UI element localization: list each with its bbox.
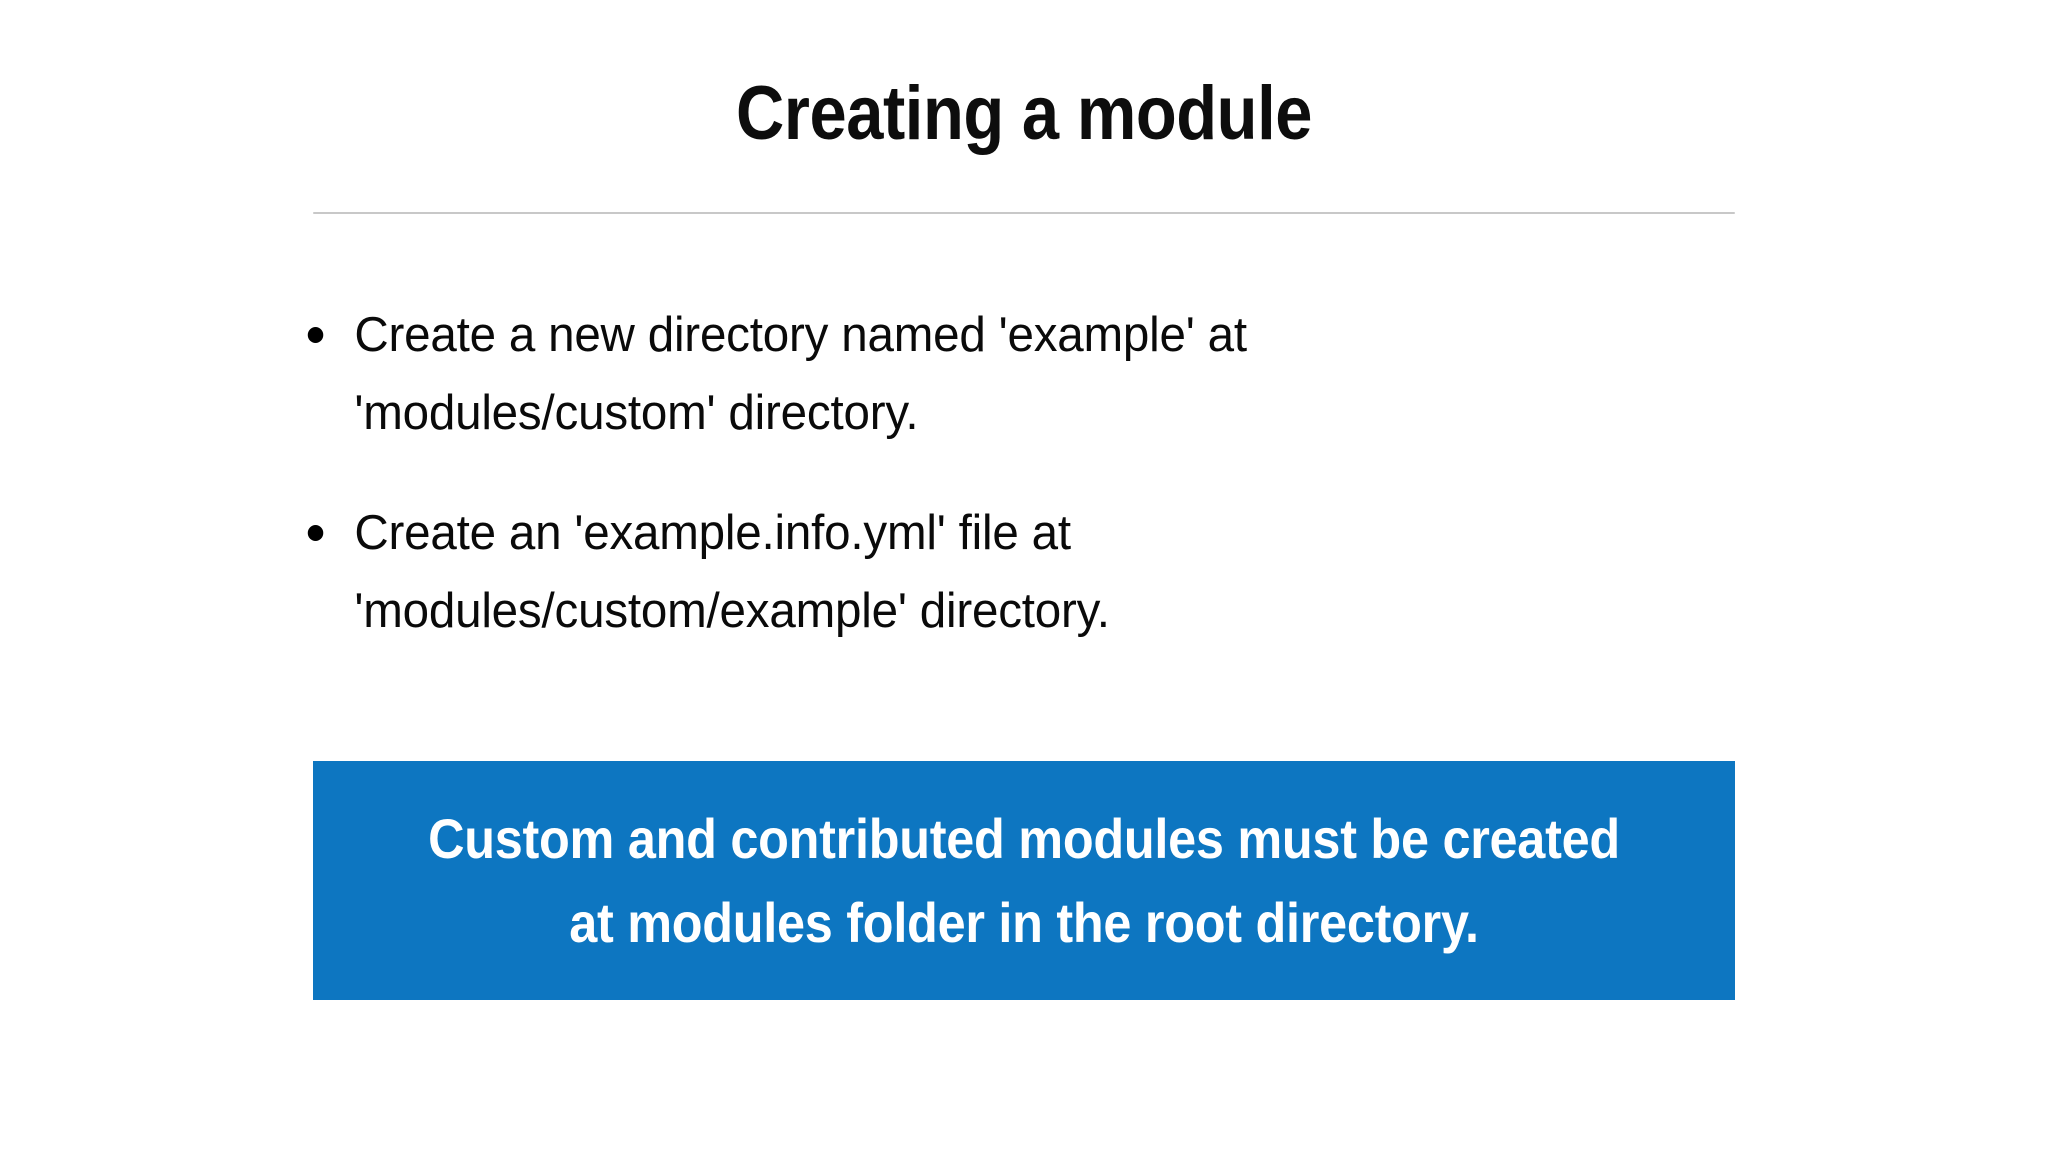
list-item: Create an 'example.info.yml' file at 'mo… (300, 494, 1697, 650)
bullet-disc-icon (307, 525, 324, 541)
bullet-list: Create a new directory named 'example' a… (300, 296, 1740, 650)
list-item-text: Create an 'example.info.yml' file at 'mo… (354, 506, 1110, 638)
title-divider (313, 212, 1735, 214)
list-item-text: Create a new directory named 'example' a… (354, 308, 1247, 440)
bullet-disc-icon (307, 327, 324, 343)
callout-text: Custom and contributed modules must be c… (428, 806, 1620, 954)
page-title: Creating a module (736, 71, 1312, 156)
callout-box: Custom and contributed modules must be c… (313, 761, 1735, 1000)
list-item: Create a new directory named 'example' a… (300, 296, 1697, 452)
